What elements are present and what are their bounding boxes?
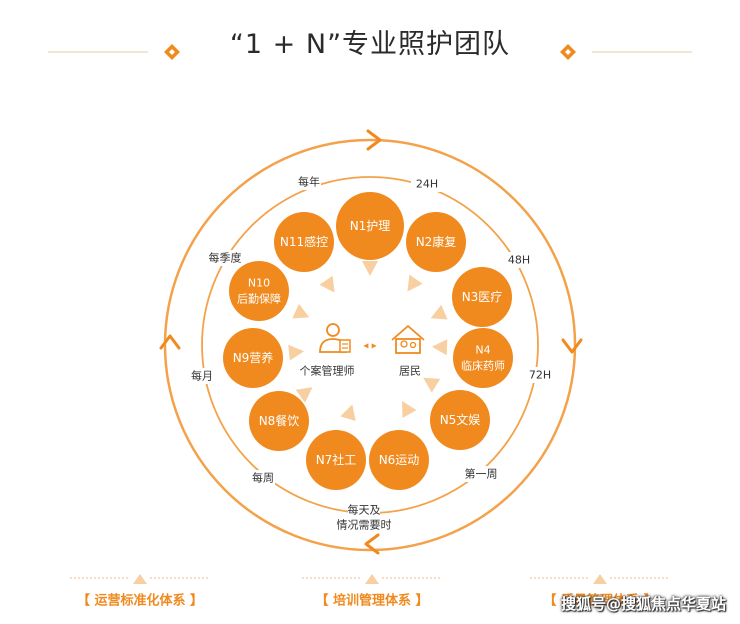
- node-label: N10: [248, 277, 270, 290]
- time-label: 每季度: [209, 251, 242, 265]
- label-backing: [340, 517, 388, 533]
- triangle-icon: [319, 275, 335, 293]
- manager-icon: [319, 323, 351, 353]
- node-label: N1护理: [350, 219, 391, 233]
- node-n11: N11感控: [274, 212, 334, 272]
- node-label: N11感控: [280, 234, 328, 249]
- watermark: 搜狐号@搜狐焦点华夏站: [560, 595, 726, 613]
- node-n9: N9营养: [223, 328, 283, 388]
- label-backing: [209, 250, 241, 266]
- node-label: 后勤保障: [237, 292, 281, 306]
- triangle-icon: [288, 344, 304, 361]
- triangle-icon: [365, 574, 379, 584]
- system-2: 【 培训管理体系 】: [302, 574, 442, 609]
- time-label: 每周: [252, 471, 274, 485]
- time-label: 第一周: [465, 467, 498, 481]
- node-label: N6运动: [379, 453, 420, 467]
- time-label: 每天及: [348, 503, 381, 517]
- node-label: N7社工: [316, 452, 357, 467]
- label-backing: [190, 368, 214, 384]
- diamond-icon: [560, 44, 576, 60]
- node-label: N8餐饮: [259, 413, 300, 428]
- resident-label: 居民: [399, 365, 421, 378]
- house-icon: [391, 325, 425, 354]
- triangle-icon: [407, 274, 423, 292]
- triangle-icon: [430, 304, 448, 320]
- triangle-icon: [593, 574, 607, 584]
- triangle-icon: [362, 261, 378, 276]
- node-n2: N2康复: [406, 212, 466, 272]
- triangle-icon: [295, 387, 313, 403]
- page-title: “1 + N”专业照护团队: [229, 29, 511, 60]
- label-backing: [465, 466, 497, 482]
- label-backing: [297, 174, 321, 190]
- node-n8: N8餐饮: [249, 391, 309, 451]
- node-label: N2康复: [416, 234, 457, 249]
- node-label: N5文娱: [440, 412, 481, 427]
- chevron-icon: [159, 334, 181, 350]
- diamond-icon: [164, 44, 180, 60]
- node-n4: N4 临床药师: [453, 328, 513, 388]
- label-backing: [503, 252, 535, 268]
- system-label: 【 培训管理体系 】: [315, 593, 428, 609]
- node-n1: N1护理: [336, 192, 404, 260]
- label-backing: [251, 470, 275, 486]
- time-label: 情况需要时: [337, 519, 392, 532]
- triangle-icon: [402, 401, 417, 419]
- system-1: 【 运营标准化体系 】: [70, 574, 210, 609]
- triangle-icon: [292, 303, 310, 319]
- time-label: 48H: [508, 254, 530, 267]
- triangle-icon: [340, 404, 356, 421]
- node-label: N3医疗: [462, 290, 503, 304]
- time-label: 72H: [529, 369, 551, 382]
- system-label: 【 质量管理体系 】: [543, 593, 656, 609]
- manager-label: 个案管理师: [300, 364, 355, 378]
- triangle-icon: [432, 339, 448, 356]
- time-label: 每年: [298, 175, 320, 189]
- node-n7: N7社工: [306, 430, 366, 490]
- node-label: N4: [475, 344, 490, 357]
- system-3: 【 质量管理体系 】: [530, 574, 670, 609]
- node-n6: N6运动: [369, 430, 429, 490]
- node-n10: N10 后勤保障: [229, 261, 289, 321]
- node-label: N9营养: [233, 350, 274, 365]
- label-backing: [411, 176, 443, 192]
- node-n5: N5文娱: [430, 390, 490, 450]
- chevron-icon: [364, 533, 380, 555]
- node-label: 临床药师: [461, 359, 505, 373]
- label-backing: [524, 367, 556, 383]
- chevron-icon: [561, 338, 583, 354]
- time-label: 24H: [416, 178, 438, 191]
- triangle-icon: [133, 574, 147, 584]
- label-backing: [348, 502, 380, 518]
- node-n3: N3医疗: [452, 267, 512, 327]
- system-label: 【 运营标准化体系 】: [77, 593, 203, 609]
- time-label: 每月: [191, 369, 213, 383]
- link-arrow: ◂ ▸: [363, 341, 376, 352]
- triangle-icon: [423, 377, 441, 393]
- chevron-icon: [366, 129, 382, 151]
